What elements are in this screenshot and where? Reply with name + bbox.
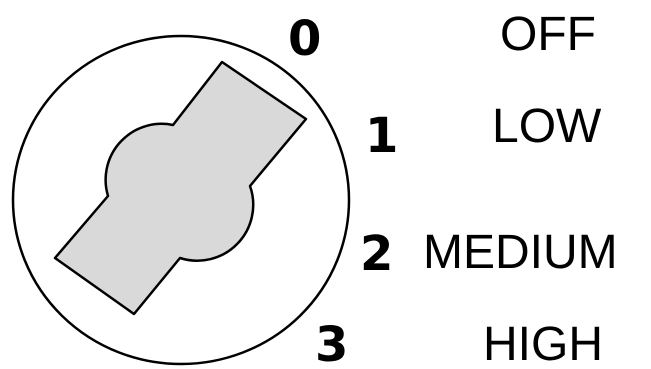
position-label-off: OFF (500, 8, 596, 61)
position-label-low: LOW (492, 100, 602, 153)
position-number-0: 0 (288, 11, 321, 67)
position-label-high: HIGH (483, 318, 603, 369)
position-number-2: 2 (360, 226, 393, 282)
position-label-medium: MEDIUM (423, 226, 618, 279)
position-number-3: 3 (315, 317, 348, 369)
position-number-1: 1 (365, 108, 398, 164)
